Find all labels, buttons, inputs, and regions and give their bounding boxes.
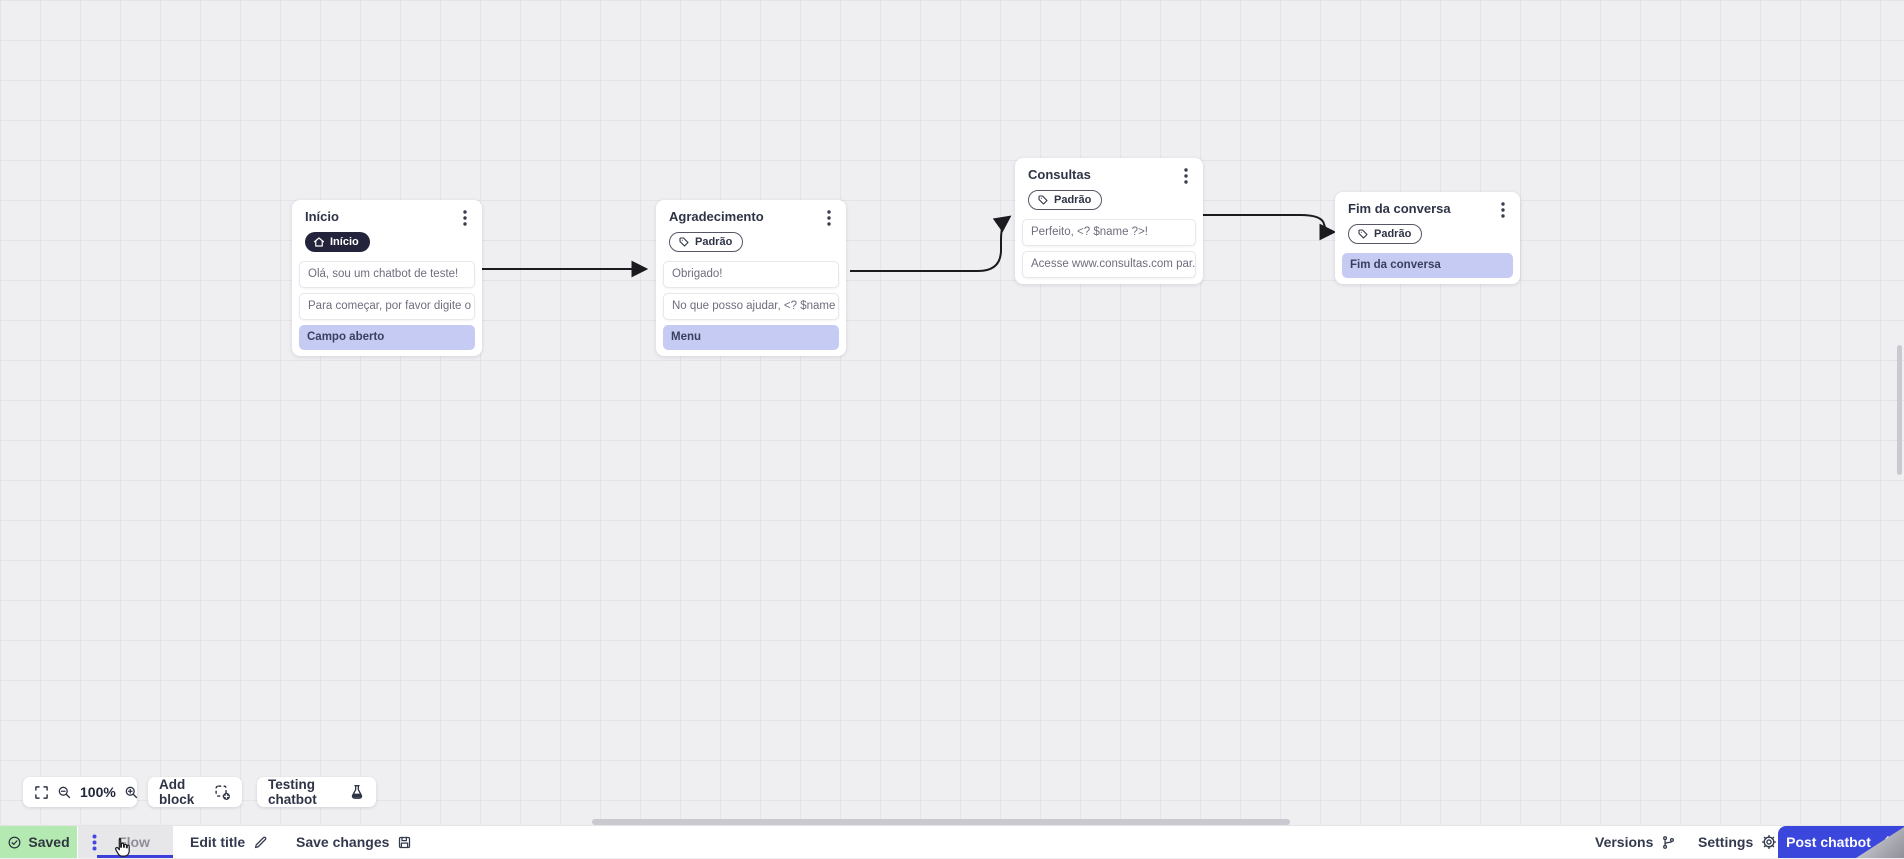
settings-button[interactable]: Settings <box>1698 826 1777 858</box>
message-block[interactable]: Acesse www.consultas.com par... <box>1022 251 1196 278</box>
pencil-icon <box>253 835 268 850</box>
tag-icon <box>678 236 690 248</box>
post-chatbot-label: Post chatbot <box>1786 834 1871 850</box>
node-header: Fim da conversa <box>1342 199 1513 219</box>
zoom-out-icon[interactable] <box>57 785 72 800</box>
saved-status-badge: Saved <box>0 826 77 858</box>
git-branch-icon <box>1661 835 1676 850</box>
kebab-menu-icon[interactable] <box>1495 201 1511 219</box>
edit-title-button[interactable]: Edit title <box>190 826 268 858</box>
add-block-icon <box>214 784 231 801</box>
connector-agradecimento-consultas <box>850 215 1012 272</box>
testing-chatbot-label: Testing chatbot <box>268 777 317 807</box>
message-block[interactable]: Obrigado! <box>663 261 839 288</box>
zoom-in-icon[interactable] <box>124 785 139 800</box>
testing-chatbot-button[interactable]: Testing chatbot <box>257 777 376 807</box>
node-fim-da-conversa[interactable]: Fim da conversa Padrão Fim da conversa <box>1335 192 1520 284</box>
add-block-label: Add block <box>159 777 195 807</box>
kebab-menu-icon[interactable] <box>821 209 837 227</box>
settings-label: Settings <box>1698 834 1754 850</box>
connector-arrows <box>482 214 1337 278</box>
vertical-scrollbar[interactable] <box>1897 345 1902 475</box>
node-title: Início <box>305 209 339 224</box>
menu-block[interactable]: Menu <box>663 325 839 350</box>
start-badge-label: Início <box>330 236 359 248</box>
kebab-menu-icon[interactable] <box>1178 167 1194 185</box>
active-tab-underline <box>97 855 173 858</box>
post-chatbot-button[interactable]: Post chatbot <box>1778 826 1904 858</box>
check-circle-icon <box>7 835 22 850</box>
versions-label: Versions <box>1595 834 1654 850</box>
home-icon <box>313 236 325 248</box>
tag-icon <box>1037 194 1049 206</box>
end-conversation-block[interactable]: Fim da conversa <box>1342 253 1513 278</box>
horizontal-scrollbar[interactable] <box>592 819 1290 825</box>
add-block-button[interactable]: Add block <box>148 777 242 807</box>
message-block[interactable]: Olá, sou um chatbot de teste! <box>299 261 475 288</box>
bottom-bar: Saved Flow Edit title Save changes Versi… <box>0 825 1904 858</box>
upload-icon <box>1880 834 1896 850</box>
edit-title-label: Edit title <box>190 834 246 850</box>
message-block[interactable]: No que posso ajudar, <? $name ... <box>663 293 839 320</box>
flow-tab-label: Flow <box>118 834 150 850</box>
node-title: Fim da conversa <box>1348 201 1451 216</box>
versions-button[interactable]: Versions <box>1595 826 1676 858</box>
flow-canvas[interactable]: Início Início Olá, sou um chatbot de tes… <box>0 0 1904 826</box>
tag-icon <box>1357 228 1369 240</box>
default-badge-label: Padrão <box>1054 194 1092 206</box>
zoom-toolbar: 100% <box>23 777 137 807</box>
node-consultas[interactable]: Consultas Padrão Perfeito, <? $name ?>! … <box>1015 158 1203 284</box>
node-title: Consultas <box>1028 167 1091 182</box>
tab-flow[interactable]: Flow <box>78 826 173 858</box>
zoom-level: 100% <box>80 784 116 800</box>
node-inicio[interactable]: Início Início Olá, sou um chatbot de tes… <box>292 200 482 356</box>
drag-dots-icon[interactable] <box>92 834 97 851</box>
default-badge-label: Padrão <box>695 236 733 248</box>
node-agradecimento[interactable]: Agradecimento Padrão Obrigado! No que po… <box>656 200 846 356</box>
kebab-menu-icon[interactable] <box>457 209 473 227</box>
node-header: Consultas <box>1022 165 1196 185</box>
message-block[interactable]: Perfeito, <? $name ?>! <box>1022 219 1196 246</box>
default-badge: Padrão <box>1028 190 1103 210</box>
node-header: Agradecimento <box>663 207 839 227</box>
default-badge: Padrão <box>669 232 744 252</box>
node-header: Início <box>299 207 475 227</box>
fullscreen-icon[interactable] <box>34 785 49 800</box>
flask-icon <box>349 784 365 800</box>
save-changes-label: Save changes <box>296 834 390 850</box>
saved-label: Saved <box>28 834 70 850</box>
default-badge: Padrão <box>1348 224 1423 244</box>
open-field-block[interactable]: Campo aberto <box>299 325 475 350</box>
message-block[interactable]: Para começar, por favor digite o ... <box>299 293 475 320</box>
node-title: Agradecimento <box>669 209 764 224</box>
save-changes-button[interactable]: Save changes <box>296 826 412 858</box>
save-icon <box>397 835 412 850</box>
start-badge: Início <box>305 232 370 252</box>
connector-consultas-fim <box>1203 214 1337 241</box>
default-badge-label: Padrão <box>1374 228 1412 240</box>
gear-icon <box>1761 834 1777 850</box>
